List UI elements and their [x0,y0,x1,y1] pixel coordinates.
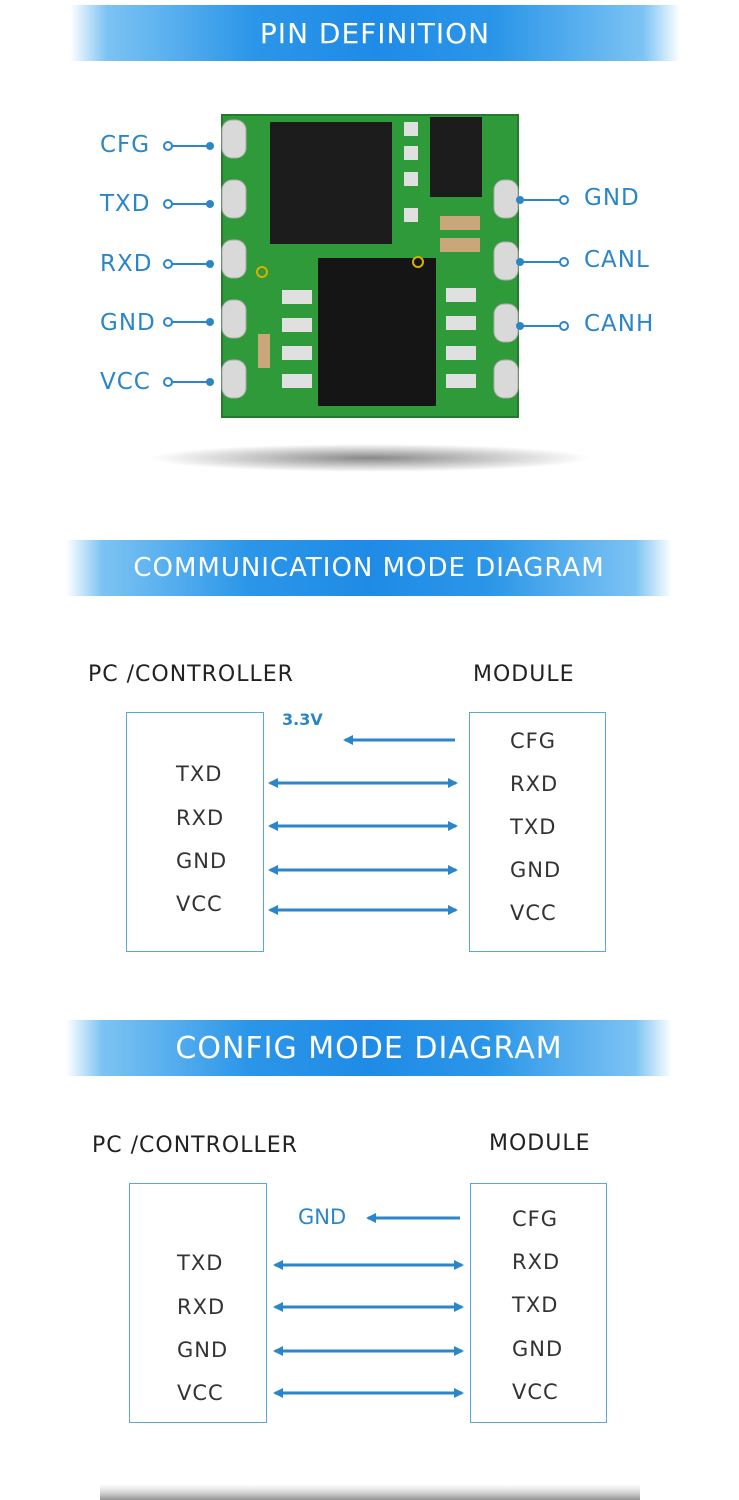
config-module-signal: TXD [512,1293,559,1317]
module-pcb-image [150,114,590,472]
config-cfg-input-label: GND [298,1205,347,1229]
pin-label-canl: CANL [584,247,650,273]
pin-label-vcc: VCC [100,369,151,395]
config-module-box [470,1183,607,1423]
config-module-signal: CFG [512,1207,559,1231]
config-module-signal: GND [512,1337,564,1361]
comm-pc-box [126,712,264,952]
config-pc-signal: RXD [177,1295,226,1319]
config-module-signal: VCC [512,1380,559,1404]
pin-definition-banner: PIN DEFINITION [70,5,680,61]
comm-right-title: MODULE [473,662,575,687]
config-right-title: MODULE [489,1131,591,1156]
pin-definition-title: PIN DEFINITION [259,16,491,50]
comm-module-signal: CFG [510,729,557,753]
comm-pc-signal: RXD [176,806,225,830]
pin-label-cfg: CFG [100,132,151,158]
comm-module-box [469,712,606,952]
comm-module-signal: VCC [510,901,557,925]
config-mode-title: CONFIG MODE DIAGRAM [175,1030,563,1066]
config-mode-banner: CONFIG MODE DIAGRAM [66,1020,672,1076]
config-pc-signal: TXD [177,1251,224,1275]
comm-pc-signal: VCC [176,892,223,916]
communication-mode-banner: COMMUNICATION MODE DIAGRAM [66,540,672,596]
pin-label-txd: TXD [100,191,151,217]
config-pc-signal: GND [177,1338,229,1362]
comm-module-signal: GND [510,858,562,882]
config-left-title: PC /CONTROLLER [92,1133,298,1158]
config-pc-box [129,1183,267,1423]
comm-pc-signal: TXD [176,762,223,786]
comm-module-signal: RXD [510,772,559,796]
config-module-signal: RXD [512,1250,561,1274]
comm-cfg-input-label: 3.3V [282,710,323,729]
comm-left-title: PC /CONTROLLER [88,662,294,687]
comm-module-signal: TXD [510,815,557,839]
pin-label-canh: CANH [584,311,655,337]
config-pc-signal: VCC [177,1381,224,1405]
pin-label-gnd-left: GND [100,310,156,336]
pin-label-rxd: RXD [100,251,153,277]
comm-pc-signal: GND [176,849,228,873]
communication-mode-title: COMMUNICATION MODE DIAGRAM [133,553,605,583]
pin-label-gnd-right: GND [584,185,640,211]
